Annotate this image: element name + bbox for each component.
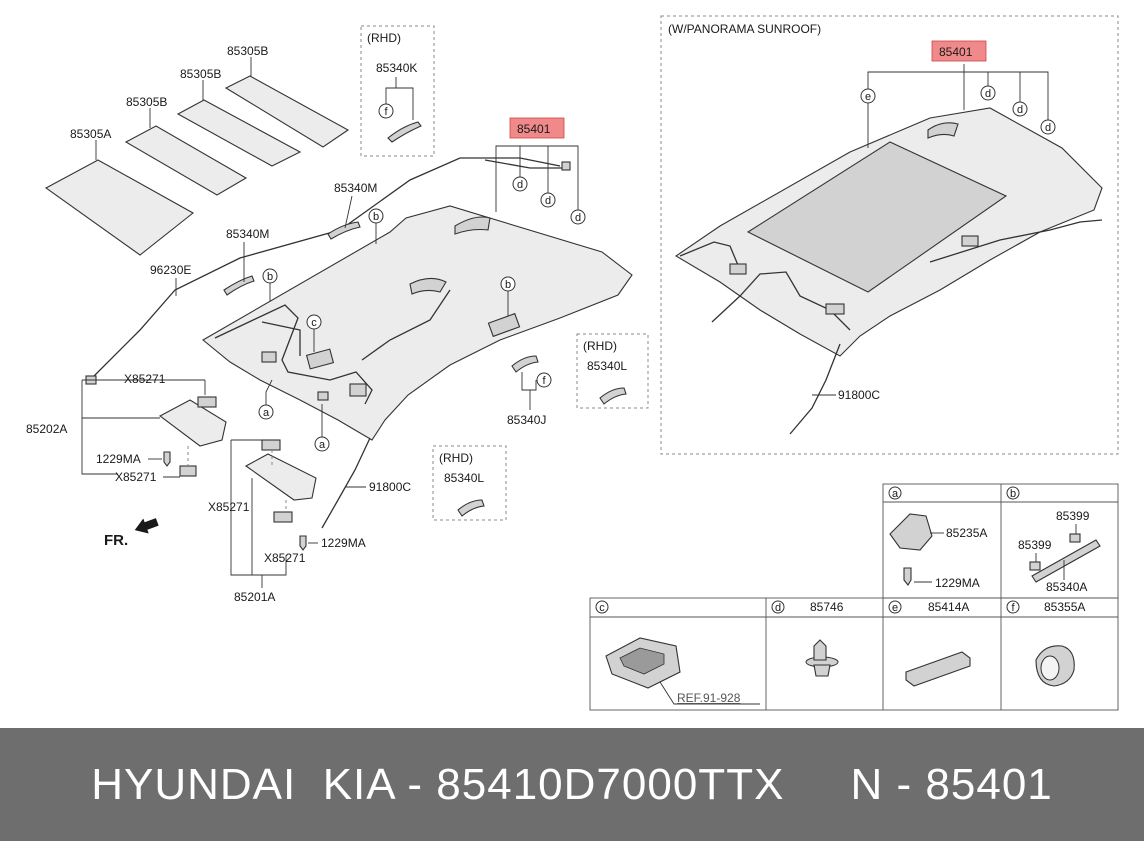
label-85305b-2: 85305B	[180, 67, 221, 81]
callout-d-2: d	[545, 195, 551, 207]
panorama-box	[660, 15, 1119, 455]
callout-b-3: b	[505, 279, 511, 291]
grid-callout-e: e	[892, 602, 898, 614]
rhd-label-1: (RHD)	[367, 31, 401, 45]
parts-diagram: 85305A 85305B 85305B 85305B (RHD) 85340K…	[26, 15, 1119, 711]
label-1229ma-3: 1229MA	[935, 576, 980, 590]
grid-callout-b: b	[1010, 488, 1016, 500]
bracket-85235a	[889, 513, 933, 551]
callout-e-1: e	[865, 91, 871, 103]
label-85340m-2: 85340M	[226, 227, 269, 241]
grid-callout-d: d	[775, 602, 781, 614]
callout-d-6: d	[1045, 122, 1051, 134]
assist-handle-rhd-k	[387, 121, 422, 143]
label-85340k: 85340K	[376, 61, 417, 75]
label-91800c-1: 91800C	[369, 480, 411, 494]
label-85340l-1: 85340L	[587, 359, 627, 373]
label-85340a: 85340A	[1046, 580, 1087, 594]
label-85340j: 85340J	[507, 413, 546, 427]
rhd-box-85340l-1	[576, 333, 649, 409]
callout-a-1: a	[263, 407, 270, 419]
callout-d-1: d	[517, 179, 523, 191]
label-85355a: 85355A	[1044, 600, 1085, 614]
label-91800c-2: 91800C	[838, 388, 880, 402]
label-1229ma-1: 1229MA	[96, 452, 141, 466]
front-arrow-icon	[134, 518, 159, 534]
pad-85305a	[44, 159, 194, 256]
callout-b-1: b	[373, 211, 379, 223]
detail-grid-cdef	[589, 597, 1119, 711]
label-96230e: 96230E	[150, 263, 191, 277]
callout-b-2: b	[267, 271, 273, 283]
clip-85746	[805, 639, 839, 677]
rhd-box-85340l-2	[432, 445, 507, 521]
callout-d-3: d	[575, 212, 581, 224]
headliner-panorama	[674, 107, 1103, 435]
label-85399-2: 85399	[1018, 538, 1052, 552]
pad-85305b-2	[176, 99, 302, 167]
callout-d-4: d	[985, 88, 991, 100]
sunvisor-pads	[44, 57, 350, 256]
highlight-85401-pano	[931, 40, 987, 62]
callout-f-1: f	[542, 375, 546, 387]
sunvisor-85201a	[244, 453, 317, 501]
pad-85305b-3	[224, 75, 350, 148]
label-ref-91-928: REF.91-928	[677, 691, 741, 705]
assist-handle-85340j	[511, 355, 539, 373]
label-85340l-2: 85340L	[444, 471, 484, 485]
assist-handle-85340m-2	[223, 275, 255, 296]
label-85401-main: 85401	[517, 122, 551, 136]
screw-1229ma-3	[903, 567, 912, 586]
callout-f-rhd: f	[384, 106, 388, 118]
label-x85271-4: X85271	[264, 551, 306, 565]
label-85235a: 85235A	[946, 526, 987, 540]
callout-c-1: c	[311, 317, 317, 329]
label-85201a: 85201A	[234, 590, 275, 604]
grid-callout-f: f	[1011, 602, 1015, 614]
label-85746: 85746	[810, 600, 844, 614]
grid-callout-c: c	[599, 602, 605, 614]
rhd-box-85340k	[360, 25, 435, 157]
label-85340m-1: 85340M	[334, 181, 377, 195]
label-x85271-1: X85271	[124, 372, 166, 386]
label-85305a: 85305A	[70, 127, 111, 141]
label-85401-pano: 85401	[939, 45, 973, 59]
callout-d-5: d	[1017, 104, 1023, 116]
highlight-85401-main	[509, 117, 565, 139]
bracket-85340a	[1031, 539, 1101, 583]
headliner-main	[202, 205, 633, 441]
grid-callout-a: a	[892, 488, 899, 500]
label-85305b-3: 85305B	[227, 44, 268, 58]
sunvisor-85202a	[158, 399, 227, 447]
label-85305b-1: 85305B	[126, 95, 167, 109]
label-85202a: 85202A	[26, 422, 67, 436]
rhd-label-3: (RHD)	[439, 451, 473, 465]
footer-bar: HYUNDAI KIA - 85410D7000TTX N - 85401	[0, 728, 1144, 841]
label-1229ma-2: 1229MA	[321, 536, 366, 550]
callout-a-2: a	[319, 439, 326, 451]
pad-85305b-1	[124, 125, 248, 196]
screw-1229ma-2	[299, 535, 307, 551]
label-fr: FR.	[104, 532, 128, 549]
panorama-label: (W/PANORAMA SUNROOF)	[668, 22, 821, 36]
assist-handle-85340m-1	[327, 221, 361, 240]
wire-91800c-main	[321, 437, 371, 529]
footer-part-number: HYUNDAI KIA - 85410D7000TTX N - 85401	[91, 759, 1053, 809]
label-85399-1: 85399	[1056, 509, 1090, 523]
label-x85271-3: X85271	[208, 500, 250, 514]
screw-1229ma-1	[163, 451, 171, 467]
pad-85414a	[905, 651, 971, 687]
label-x85271-2: X85271	[115, 470, 157, 484]
rhd-label-2: (RHD)	[583, 339, 617, 353]
label-85414a: 85414A	[928, 600, 969, 614]
